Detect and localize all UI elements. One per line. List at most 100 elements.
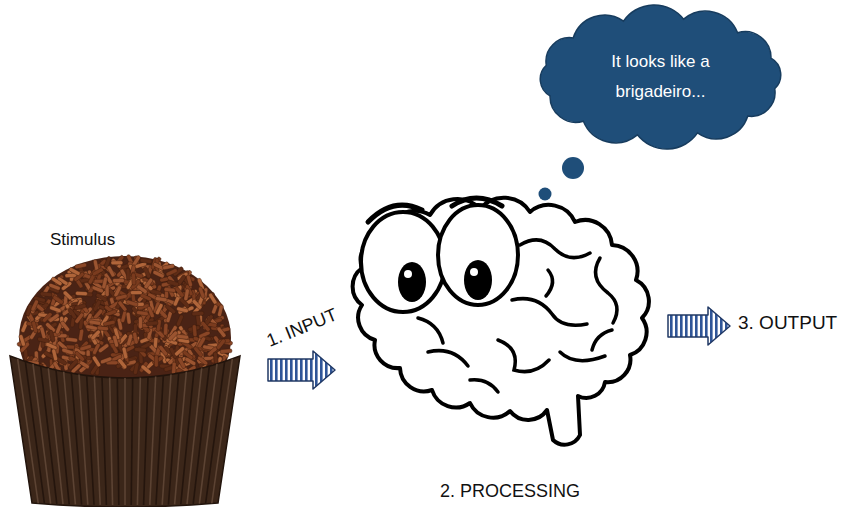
sprinkle: [200, 321, 211, 333]
eye-pupil: [464, 260, 492, 300]
cup-pleat: [117, 378, 118, 505]
sprinkle: [155, 303, 164, 316]
sprinkle: [89, 320, 101, 326]
sprinkle: [134, 347, 146, 352]
cup-pleat: [175, 372, 187, 505]
sprinkle: [191, 299, 202, 310]
sprinkle: [79, 344, 92, 351]
cup-pleat: [212, 359, 233, 503]
sprinkle: [198, 286, 206, 299]
sprinkles: [17, 254, 233, 376]
sprinkle: [131, 273, 136, 285]
sprinkle: [42, 312, 53, 323]
sprinkle: [90, 329, 101, 340]
stimulus-node: Stimulus: [10, 228, 245, 507]
sprinkle: [74, 263, 87, 269]
sprinkle: [111, 261, 123, 265]
cup-pleat: [150, 376, 156, 504]
brain-fold: [498, 340, 549, 372]
sprinkle: [143, 277, 153, 289]
brain-fold: [592, 330, 612, 350]
node-label: It looks like a brigadeiro...: [586, 47, 736, 107]
sprinkle: [152, 270, 165, 279]
stage-label: 3. OUTPUT: [738, 312, 837, 334]
sprinkle: [49, 305, 62, 313]
sprinkle: [126, 312, 132, 324]
sprinkle: [162, 264, 175, 270]
cup-pleat: [64, 372, 76, 505]
sprinkle: [192, 311, 204, 316]
sprinkle: [85, 324, 98, 330]
brain-fold: [596, 258, 618, 323]
sprinkle: [138, 317, 142, 329]
sprinkle: [39, 326, 46, 339]
sprinkle: [112, 335, 119, 348]
sprinkle: [60, 320, 71, 332]
eye-highlight: [470, 268, 478, 276]
sprinkle: [122, 347, 129, 360]
cup-pleat: [187, 368, 202, 504]
sprinkle: [164, 287, 176, 293]
sprinkle: [51, 276, 63, 286]
sprinkle: [101, 277, 107, 290]
brain-drawing: [353, 198, 649, 445]
arrow-label: 1. INPUT: [263, 304, 339, 351]
sprinkle: [158, 345, 169, 357]
sprinkle: [167, 280, 180, 287]
sprinkle: [132, 332, 138, 345]
sprinkle: [174, 346, 186, 357]
sprinkle: [184, 357, 196, 367]
thought-dot: [562, 157, 584, 179]
sprinkle: [193, 346, 204, 358]
sprinkle: [192, 325, 197, 337]
sprinkle: [208, 293, 218, 305]
cup-pleat: [87, 376, 94, 505]
sprinkle: [177, 357, 186, 369]
brain-fold: [520, 240, 590, 258]
sprinkle: [136, 284, 148, 294]
sprinkle: [30, 299, 39, 312]
brain-node: 2. PROCESSING: [352, 195, 652, 505]
sprinkle: [68, 267, 80, 276]
sprinkle: [126, 268, 131, 280]
sprinkle: [213, 352, 218, 364]
sprinkle: [117, 358, 128, 370]
node-shape: [528, 2, 793, 152]
sprinkle: [103, 320, 116, 327]
sprinkle: [78, 329, 84, 341]
sprinkle: [174, 286, 185, 298]
sprinkle: [48, 330, 55, 343]
connector-group: [268, 351, 335, 389]
cup-pleat: [156, 376, 163, 505]
sprinkle: [68, 359, 79, 371]
cup-pleat: [110, 378, 113, 505]
sprinkle: [171, 362, 176, 374]
sprinkle: [195, 314, 200, 326]
cup-pleat: [41, 366, 57, 504]
sprinkle: [100, 356, 113, 364]
sprinkle: [197, 355, 209, 366]
sprinkle: [140, 258, 152, 264]
sprinkle: [95, 293, 107, 303]
sprinkle: [45, 342, 58, 351]
brain-fold: [428, 351, 468, 366]
sprinkle: [216, 338, 227, 350]
sprinkle: [143, 266, 152, 279]
sprinkle: [106, 265, 115, 277]
brain-fold: [512, 299, 587, 326]
sprinkle: [176, 314, 184, 327]
sprinkle: [140, 364, 152, 375]
sprinkle: [136, 310, 148, 316]
eye-white: [361, 212, 445, 312]
sprinkle: [176, 334, 188, 339]
eyebrow: [452, 198, 502, 206]
sprinkle: [61, 348, 74, 356]
cup-pleat: [102, 377, 106, 505]
sprinkle: [74, 312, 84, 324]
cup-pleat: [48, 368, 63, 504]
thought-cloud: [540, 5, 781, 149]
eyebrow: [368, 205, 422, 222]
node-label: Stimulus: [50, 230, 115, 250]
